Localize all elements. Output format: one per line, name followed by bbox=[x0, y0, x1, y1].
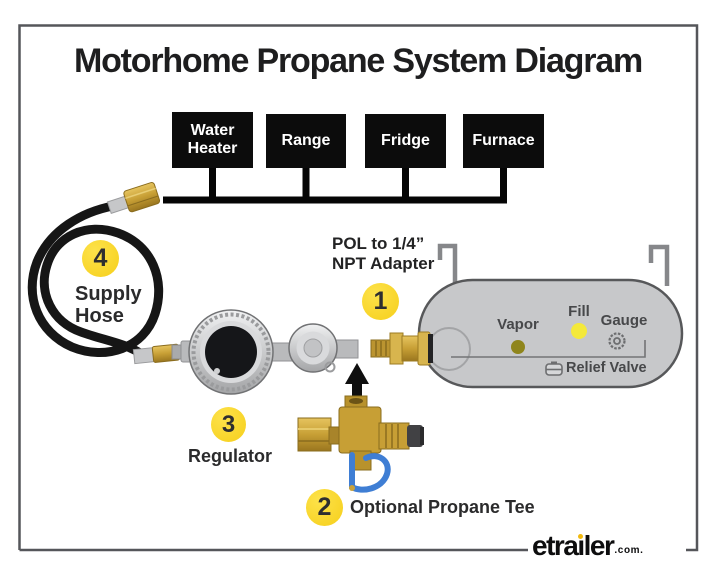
fill-port-dot bbox=[571, 323, 587, 339]
supply-hose-label: Supply Hose bbox=[75, 283, 142, 328]
arrow-up-icon bbox=[345, 363, 369, 404]
propane-line-manifold bbox=[163, 166, 507, 204]
regulator-assembly bbox=[171, 309, 359, 395]
hose-top-fitting bbox=[106, 182, 161, 214]
appliance-box-fridge: Fridge bbox=[365, 114, 446, 168]
relief-valve-icon bbox=[545, 361, 563, 376]
propane-tank bbox=[417, 278, 684, 389]
adapter-label-line2: NPT Adapter bbox=[332, 254, 435, 274]
supply-hose-label-line2: Hose bbox=[75, 305, 124, 328]
appliance-box-water-heater: Water Heater bbox=[172, 112, 253, 168]
supply-hose-label-line1: Supply bbox=[75, 283, 142, 305]
tee-label: Optional Propane Tee bbox=[350, 497, 535, 517]
callout-number-adapter: 1 bbox=[362, 283, 399, 320]
adapter-label: POL to 1/4” NPT Adapter bbox=[332, 234, 434, 274]
tank-gauge-label: Gauge bbox=[600, 312, 648, 329]
page-title: Motorhome Propane System Diagram bbox=[73, 42, 643, 80]
propane-tee bbox=[297, 395, 424, 493]
adapter-label-line1: POL to 1/4” bbox=[332, 234, 425, 253]
tee-blue-cap bbox=[349, 452, 391, 493]
gauge-icon bbox=[608, 332, 626, 350]
logo-i-dot bbox=[577, 533, 584, 539]
callout-number-hose: 4 bbox=[82, 240, 119, 277]
pol-npt-adapter bbox=[370, 331, 433, 366]
etrailer-logo-tld: .com. bbox=[614, 545, 644, 556]
tank-relief-valve-label: Relief Valve bbox=[566, 360, 647, 376]
appliance-box-furnace: Furnace bbox=[463, 114, 544, 168]
diagram-border bbox=[18, 24, 699, 552]
vapor-port-dot bbox=[511, 340, 525, 354]
tank-port-line bbox=[451, 340, 646, 358]
appliance-box-range: Range bbox=[266, 114, 346, 168]
tank-mounting-brackets bbox=[437, 243, 670, 286]
tank-vapor-label: Vapor bbox=[497, 316, 539, 333]
callout-number-tee: 2 bbox=[306, 489, 343, 526]
tank-fill-label: Fill bbox=[568, 303, 590, 320]
supply-hose-coil bbox=[27, 182, 180, 365]
regulator-label: Regulator bbox=[187, 446, 272, 466]
callout-number-regulator: 3 bbox=[211, 407, 246, 442]
